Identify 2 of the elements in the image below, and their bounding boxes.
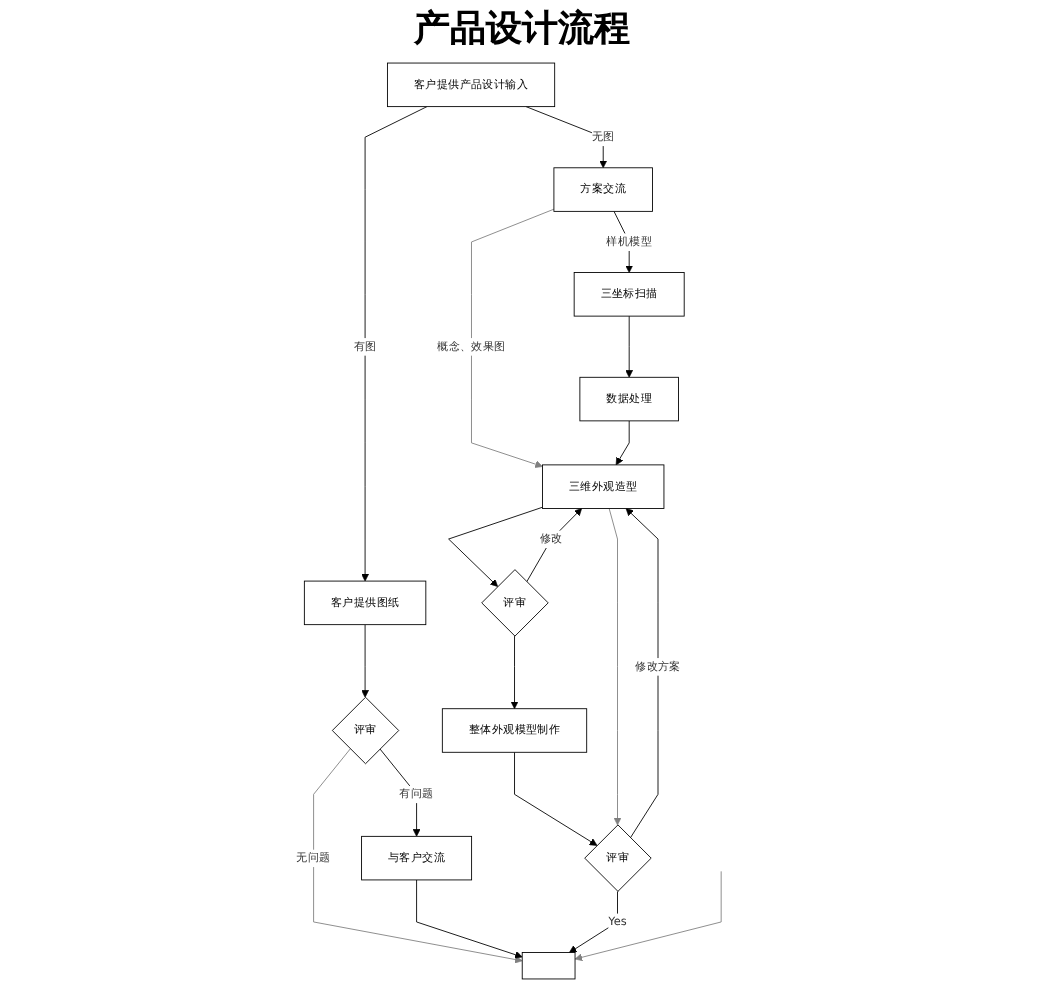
node-box — [521, 952, 576, 980]
diagram-title: 产品设计流程 — [412, 6, 632, 52]
